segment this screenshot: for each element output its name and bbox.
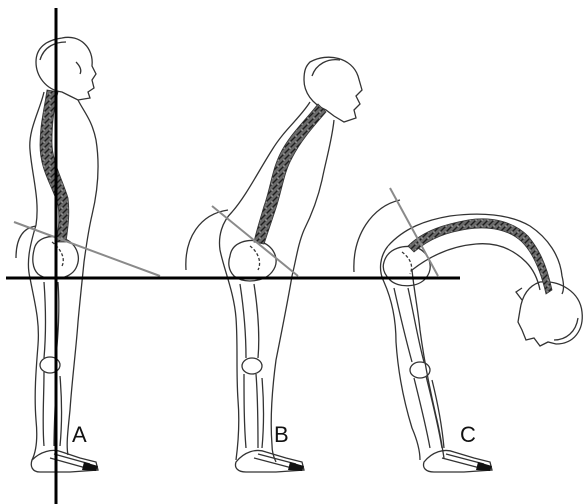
figure-b-tibia — [244, 374, 264, 448]
figure-a-tibia — [43, 372, 61, 446]
figure-c-buttock — [354, 200, 400, 272]
figure-b-pelvis — [229, 241, 276, 281]
figure-b-spine — [254, 104, 326, 244]
figure-c-pelvis — [383, 247, 430, 286]
figure-b-femur — [240, 284, 259, 358]
figure-b-back-outline — [220, 102, 311, 460]
figure-b-buttock — [186, 210, 228, 270]
figure-c-spine — [408, 219, 552, 294]
figure-a-label: A — [72, 422, 87, 447]
figure-c-front-outline — [412, 244, 540, 290]
figure-b-label: B — [274, 422, 289, 447]
figure-b — [186, 57, 362, 472]
figure-a-pelvic-tilt-line — [14, 222, 160, 276]
figure-c-label: C — [460, 422, 476, 447]
figure-a-spine — [40, 90, 69, 242]
figure-b-pelvic-tilt-line — [212, 206, 298, 276]
figure-c-tibia — [414, 376, 444, 448]
figure-a-head — [36, 37, 96, 100]
